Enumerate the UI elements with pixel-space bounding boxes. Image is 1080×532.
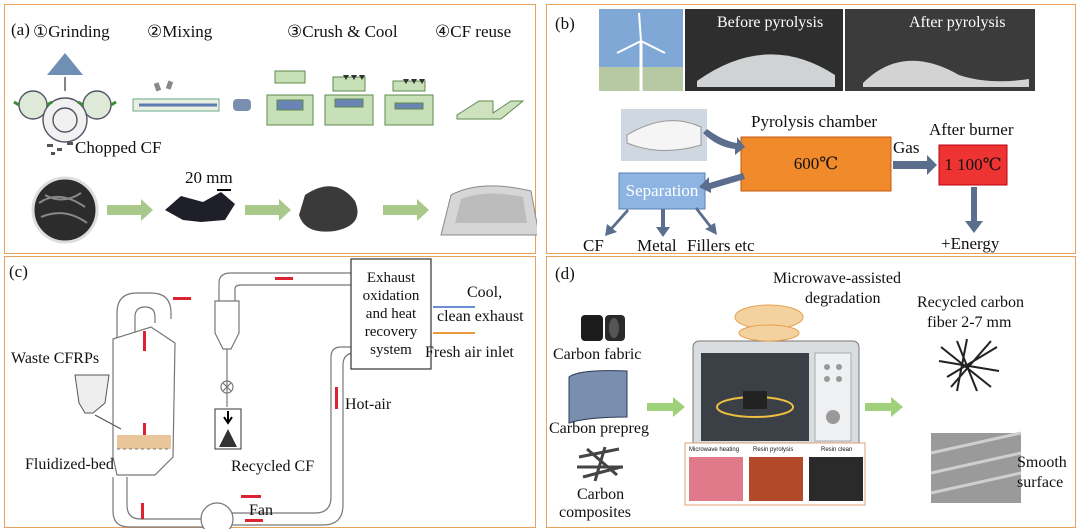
flow-arrows-icon <box>605 129 983 237</box>
separation-box <box>618 172 706 210</box>
step-grinding: ①Grinding <box>33 22 110 41</box>
after-burner-temp: 1 100℃ <box>944 155 1002 174</box>
after-burner-label: After burner <box>929 120 1014 139</box>
mixing-extruder-icon <box>132 80 251 112</box>
cool-label: Cool, <box>467 284 503 301</box>
fluidized-bed-label: Fluidized-bed <box>25 456 114 473</box>
fluidized-bed-icon <box>117 435 171 449</box>
press-arrows-icon <box>343 75 425 84</box>
panel-d-label: (d) <box>555 264 575 283</box>
resin-pyrolysis-image-icon <box>749 457 803 501</box>
waste-cfrps-label: Waste CFRPs <box>11 350 100 367</box>
cf-reuse-part-icon <box>456 100 525 120</box>
composites-label-2: composites <box>559 504 631 521</box>
hopper-icon <box>74 374 110 414</box>
panel-b: (b) Before pyrolysis After pyrolysis Pyr… <box>546 4 1076 254</box>
exhaust-system-label: Exhaust oxidation and heat recovery syst… <box>351 261 431 367</box>
clean-exhaust-label: clean exhaust <box>437 308 524 325</box>
panel-c-label: (c) <box>9 262 28 281</box>
recycled-fiber-label-1: Recycled carbon <box>917 294 1025 311</box>
exhaust-line-4: recovery <box>364 324 418 340</box>
panel-d-graphics <box>568 304 1022 506</box>
panel-a: (a) ①Grinding ②Mixing ③Crush & Cool ④CF … <box>4 4 537 254</box>
resin-clean-image-icon <box>809 457 863 501</box>
carbon-fabric-label: Carbon fabric <box>553 346 642 363</box>
panel-b-graphics <box>599 9 1035 237</box>
mold-press-icons <box>266 70 434 126</box>
step-crush-cool: ③Crush & Cool <box>287 22 398 41</box>
fresh-air-label: Fresh air inlet <box>425 344 514 361</box>
stage-label-heating: Microwave heating <box>689 447 740 453</box>
gas-label: Gas <box>893 138 920 157</box>
stage-label-clean: Resin clean <box>821 447 853 453</box>
grinder-hopper-icon <box>47 53 83 75</box>
recycled-cf-label: Recycled CF <box>231 458 315 475</box>
input-arrow-icon <box>647 397 685 417</box>
output-metal: Metal <box>637 236 677 255</box>
panel-a-graphics <box>13 53 537 244</box>
stage-label-pyrolysis: Resin pyrolysis <box>753 447 794 453</box>
microwave-label-1: Microwave-assisted <box>773 270 901 287</box>
flow-direction-arrows-icon <box>141 277 338 522</box>
panel-d: (d) Microwave-assisted degradation Recyc… <box>546 256 1076 528</box>
pyrolysis-chamber-label: Pyrolysis chamber <box>751 112 878 131</box>
panel-b-label: (b) <box>555 14 575 33</box>
chopped-cf-pieces-icon <box>47 142 73 155</box>
exhaust-line-1: Exhaust <box>366 270 416 286</box>
chopped-cf-label: Chopped CF <box>75 138 162 157</box>
grinder-gears-icon <box>13 90 117 143</box>
before-pyrolysis-label: Before pyrolysis <box>717 14 824 31</box>
crushed-cf-photo-icon <box>299 186 358 232</box>
microwave-heating-image-icon <box>689 457 743 501</box>
carbon-prepreg-icon <box>569 370 627 423</box>
hot-air-label: Hot-air <box>345 396 392 413</box>
fan-label: Fan <box>249 502 273 519</box>
after-pyrolysis-label: After pyrolysis <box>909 14 1006 31</box>
panel-c: (c) Exhaust oxidation and heat recovery … <box>4 256 536 529</box>
separation-label: Separation <box>625 181 699 200</box>
recycled-fiber-label-2: fiber 2-7 mm <box>927 314 1012 331</box>
carbon-prepreg-label: Carbon prepreg <box>549 420 649 437</box>
energy-label: +Energy <box>941 234 1000 253</box>
carbon-composites-icon <box>577 446 623 482</box>
chamber-temp: 600℃ <box>793 154 839 173</box>
panel-a-label: (a) <box>11 20 30 39</box>
pyrolysis-chamber-box <box>740 136 892 192</box>
composites-label-1: Carbon <box>577 486 625 503</box>
carbon-fabric-icon <box>581 315 625 341</box>
smooth-label-1: Smooth <box>1017 454 1067 471</box>
smooth-surface-image-icon <box>931 433 1021 503</box>
microwave-waves-icon <box>734 304 804 342</box>
step-mixing: ②Mixing <box>147 22 213 41</box>
output-arrow-icon <box>865 397 903 417</box>
output-fillers: Fillers etc <box>687 236 755 255</box>
process-arrows-icon <box>107 199 429 221</box>
exhaust-system-box <box>350 258 432 370</box>
panel-c-graphics <box>74 258 475 529</box>
after-burner-box <box>938 144 1008 186</box>
microwave-label-2: degradation <box>805 290 881 307</box>
output-cf: CF <box>583 236 604 255</box>
recycled-fiber-icon <box>938 338 1000 392</box>
exhaust-line-2: oxidation <box>362 288 420 304</box>
scale-label: 20 mm <box>185 168 233 187</box>
step-cf-reuse: ④CF reuse <box>435 22 512 41</box>
exhaust-line-3: and heat <box>365 306 417 322</box>
chopped-cf-photo-icon <box>165 192 235 222</box>
fiber-photo-icon <box>31 176 99 244</box>
scale-bar-icon <box>217 189 231 191</box>
exhaust-line-5: system <box>370 342 412 358</box>
smooth-label-2: surface <box>1017 474 1064 491</box>
